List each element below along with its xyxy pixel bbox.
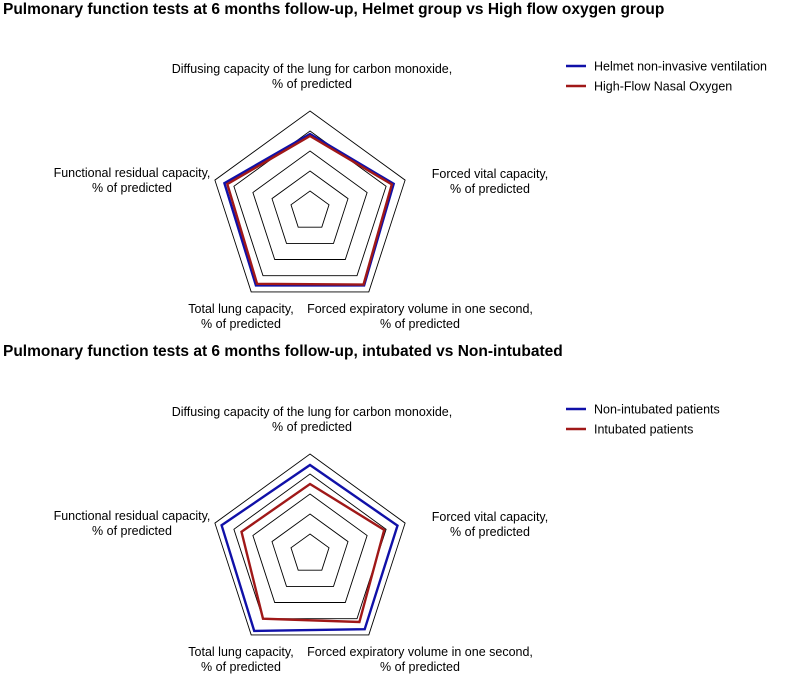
axis-label-line: Forced vital capacity, xyxy=(432,167,548,181)
series-line-1 xyxy=(222,132,396,287)
axis-label-line: % of predicted xyxy=(450,182,530,196)
grid-ring-2 xyxy=(271,170,349,244)
radar-series xyxy=(220,463,399,633)
grid-ring-5 xyxy=(214,110,406,293)
axis-label-fvc: Forced vital capacity,% of predicted xyxy=(432,167,548,196)
grid-ring-2 xyxy=(271,513,349,587)
legend-label: Helmet non-invasive ventilation xyxy=(594,60,767,74)
grid-ring-3 xyxy=(252,150,368,260)
axis-label-line: % of predicted xyxy=(201,317,281,331)
series-line-1 xyxy=(220,463,399,633)
grid-ring-5 xyxy=(214,453,406,636)
axis-label-line: Forced expiratory volume in one second, xyxy=(307,645,533,659)
axis-label-line: % of predicted xyxy=(450,525,530,539)
axis-label-line: Total lung capacity, xyxy=(188,645,293,659)
grid-ring-1 xyxy=(290,533,330,571)
axis-label-fev1: Forced expiratory volume in one second,%… xyxy=(307,302,533,331)
radar-grid xyxy=(214,110,406,293)
chart-title-helmet-vs-hfno: Pulmonary function tests at 6 months fol… xyxy=(3,1,665,18)
legend-label: High-Flow Nasal Oxygen xyxy=(594,80,732,94)
grid-ring-1 xyxy=(290,190,330,228)
axis-label-dlco: Diffusing capacity of the lung for carbo… xyxy=(172,62,453,91)
radar-chart-helmet-vs-hfno: Diffusing capacity of the lung for carbo… xyxy=(54,60,767,332)
legend-label: Non-intubated patients xyxy=(594,403,720,417)
chart-title-intubated-vs-non: Pulmonary function tests at 6 months fol… xyxy=(3,343,563,360)
grid-ring-4 xyxy=(233,473,387,620)
axis-label-line: % of predicted xyxy=(380,660,460,674)
axis-label-frc: Functional residual capacity,% of predic… xyxy=(54,166,211,195)
legend-label: Intubated patients xyxy=(594,423,693,437)
axis-label-line: Diffusing capacity of the lung for carbo… xyxy=(172,405,453,419)
axis-label-line: % of predicted xyxy=(272,420,352,434)
axis-label-line: % of predicted xyxy=(201,660,281,674)
axis-label-frc: Functional residual capacity,% of predic… xyxy=(54,509,211,538)
axis-label-line: % of predicted xyxy=(380,317,460,331)
radar-grid xyxy=(214,453,406,636)
grid-ring-3 xyxy=(252,493,368,603)
axis-label-fvc: Forced vital capacity,% of predicted xyxy=(432,510,548,539)
axis-label-line: % of predicted xyxy=(272,77,352,91)
axis-label-tlc: Total lung capacity,% of predicted xyxy=(188,645,293,674)
axis-label-line: Forced vital capacity, xyxy=(432,510,548,524)
axis-label-dlco: Diffusing capacity of the lung for carbo… xyxy=(172,405,453,434)
axis-label-line: Functional residual capacity, xyxy=(54,166,211,180)
grid-ring-4 xyxy=(233,130,387,277)
axis-label-line: % of predicted xyxy=(92,181,172,195)
legend: Helmet non-invasive ventilationHigh-Flow… xyxy=(566,60,767,94)
axis-label-tlc: Total lung capacity,% of predicted xyxy=(188,302,293,331)
axis-label-line: Functional residual capacity, xyxy=(54,509,211,523)
series-line-2 xyxy=(240,482,386,624)
axis-label-line: Forced expiratory volume in one second, xyxy=(307,302,533,316)
axis-label-line: % of predicted xyxy=(92,524,172,538)
axis-label-line: Total lung capacity, xyxy=(188,302,293,316)
axis-label-line: Diffusing capacity of the lung for carbo… xyxy=(172,62,453,76)
axis-label-fev1: Forced expiratory volume in one second,%… xyxy=(307,645,533,674)
series-line-2 xyxy=(225,134,394,286)
radar-series xyxy=(222,132,396,287)
radar-chart-intubated-vs-non: Diffusing capacity of the lung for carbo… xyxy=(54,403,720,675)
